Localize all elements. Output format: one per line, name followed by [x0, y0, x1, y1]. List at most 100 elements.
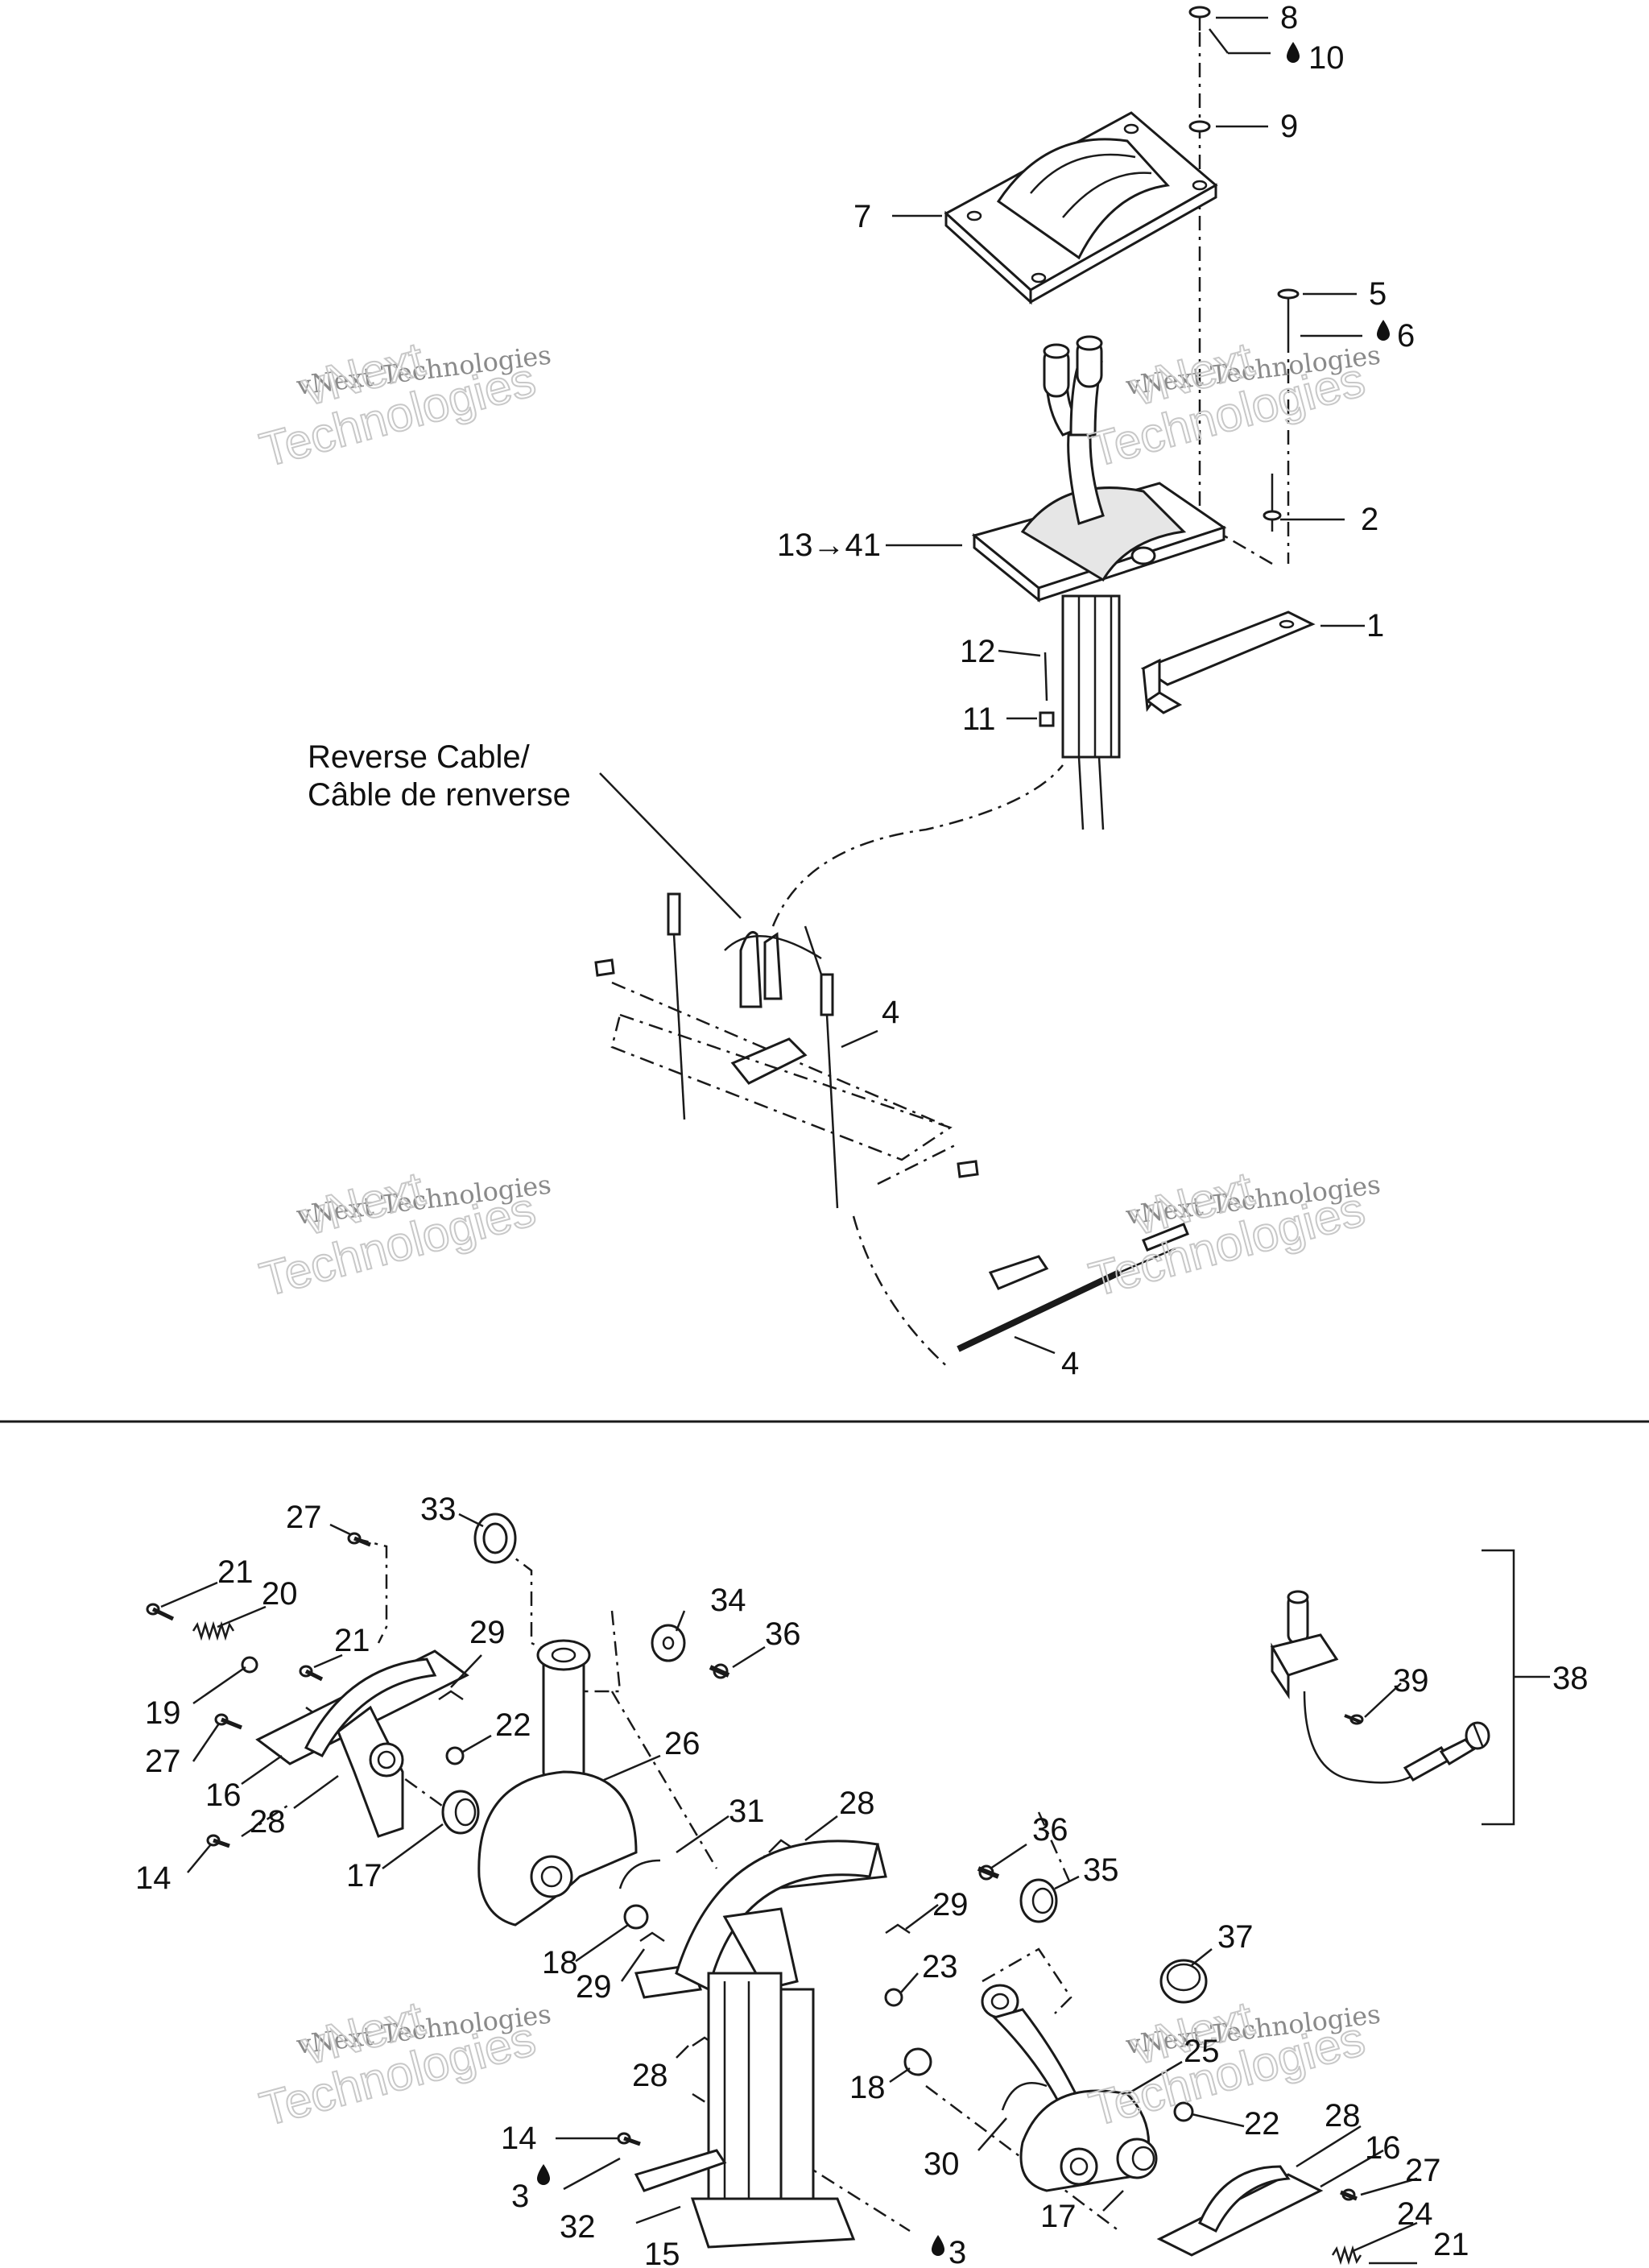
- callout-29c: 29: [576, 1969, 612, 2005]
- bar-part-32: [634, 2149, 727, 2192]
- callout-36b: 36: [1032, 1812, 1068, 1848]
- plug-part-22b: [1173, 2101, 1194, 2122]
- callout-28a: 28: [250, 1804, 286, 1840]
- reverse-cable-caption-line2: Câble de renverse: [308, 777, 571, 813]
- plug-part-22a: [445, 1746, 465, 1765]
- callout-28d: 28: [1325, 2098, 1361, 2133]
- cover-part-7: [944, 111, 1218, 305]
- callout-4b: 4: [1061, 1346, 1079, 1381]
- callout-32: 32: [560, 2209, 596, 2245]
- clip-part-29b: [639, 1931, 665, 1943]
- callout-27c: 27: [1405, 2153, 1441, 2188]
- callout-16b: 16: [1365, 2130, 1401, 2166]
- callout-33: 33: [420, 1492, 457, 1527]
- clip-part-28c: [768, 1839, 794, 1853]
- cap-part-37: [1159, 1959, 1208, 2004]
- callout-16a: 16: [205, 1778, 242, 1813]
- plug-part-23: [884, 1988, 903, 2007]
- callout-22b: 22: [1244, 2106, 1280, 2142]
- bushing-part-17a: [441, 1790, 480, 1835]
- callout-27a: 27: [286, 1500, 322, 1535]
- screw-part-14a: [206, 1834, 230, 1848]
- callout-25: 25: [1184, 2034, 1220, 2069]
- alignment-lines-top: [611, 32, 1290, 1370]
- callout-14a: 14: [135, 1860, 172, 1896]
- callout-36a: 36: [765, 1616, 801, 1652]
- drop-icon: [1377, 320, 1390, 341]
- watermark-1-outline: vNext Technologies: [254, 331, 542, 478]
- pin-part-2: [1263, 474, 1282, 532]
- drop-icon: [1287, 42, 1300, 63]
- clip-part-29c: [885, 1923, 911, 1935]
- callout-6: 6: [1397, 318, 1415, 354]
- callout-5: 5: [1369, 276, 1387, 312]
- lever-part-25: [981, 1984, 1151, 2192]
- spring-part-20: [192, 1620, 235, 1641]
- callout-22a: 22: [495, 1707, 531, 1743]
- watermark-5-outline: vNext Technologies: [254, 1990, 542, 2138]
- callout-8: 8: [1280, 0, 1298, 35]
- callout-28b: 28: [839, 1786, 875, 1821]
- ring-part-35: [1019, 1878, 1058, 1923]
- callout-1: 1: [1366, 608, 1384, 644]
- bushing-part-17b: [1116, 2138, 1158, 2179]
- fluid-drop-icons: [537, 42, 1390, 2256]
- cable-part-4: [957, 1223, 1189, 1352]
- callout-38: 38: [1552, 1661, 1589, 1696]
- callout-18b: 18: [849, 2070, 886, 2105]
- callout-7: 7: [853, 199, 871, 234]
- callout-21a: 21: [217, 1554, 254, 1590]
- ring-part-33: [473, 1513, 517, 1564]
- callout-13-41: 13→41: [777, 528, 881, 563]
- cable-bracket-group: [594, 892, 979, 1209]
- callout-34: 34: [710, 1583, 746, 1618]
- switch-assembly-part-38: [1270, 1590, 1490, 1784]
- screw-part-39: [1344, 1714, 1364, 1725]
- callout-17b: 17: [1040, 2199, 1077, 2234]
- drop-icon: [932, 2235, 944, 2256]
- screw-part-36b: [977, 1864, 1000, 1881]
- watermark-4-outline: vNext Technologies: [1083, 1161, 1371, 1308]
- callout-11: 11: [962, 702, 996, 737]
- callout-2: 2: [1361, 502, 1378, 537]
- spring-part-24: [1331, 2245, 1362, 2266]
- bushing-part-18b: [903, 2047, 932, 2076]
- central-column: [675, 1840, 879, 2249]
- control-assembly-part-13-41: [971, 335, 1227, 830]
- callout-15: 15: [644, 2237, 680, 2268]
- callout-17a: 17: [346, 1858, 382, 1893]
- callout-3a: 3: [511, 2179, 529, 2214]
- screw-part-27a: [347, 1532, 371, 1547]
- callout-28c: 28: [632, 2058, 668, 2093]
- watermark-2-outline: vNext Technologies: [1083, 331, 1371, 478]
- callout-19: 19: [145, 1695, 181, 1731]
- callout-29a: 29: [469, 1615, 506, 1650]
- washer-part-9: [1188, 120, 1211, 133]
- clip-part-31: [618, 1859, 661, 1889]
- callout-26: 26: [664, 1726, 701, 1761]
- lever-part-26: [477, 1639, 638, 1927]
- callout-35: 35: [1083, 1852, 1119, 1888]
- callout-21b: 21: [334, 1623, 370, 1658]
- callout-27b: 27: [145, 1744, 181, 1779]
- screw-part-21a: [146, 1603, 175, 1621]
- callout-31: 31: [729, 1794, 765, 1829]
- watermark-3-outline: vNext Technologies: [254, 1161, 542, 1308]
- bushing-part-18a: [623, 1904, 649, 1930]
- screw-part-8: [1188, 6, 1211, 31]
- housing-part-16b: [1156, 2165, 1324, 2257]
- bracket-part-38: [1482, 1549, 1515, 1826]
- housing-part-16a: [255, 1649, 469, 1838]
- screw-part-14b: [617, 2132, 641, 2146]
- reverse-cable-caption-line1: Reverse Cable/: [308, 739, 531, 775]
- screw-part-27b: [214, 1713, 242, 1730]
- callout-3b: 3: [948, 2235, 966, 2268]
- clip-part-29a: [438, 1690, 464, 1701]
- callout-24: 24: [1397, 2196, 1433, 2232]
- callout-29b: 29: [932, 1887, 969, 1922]
- screw-part-5: [1277, 288, 1300, 338]
- drop-icon: [537, 2164, 550, 2185]
- callout-30: 30: [924, 2146, 960, 2182]
